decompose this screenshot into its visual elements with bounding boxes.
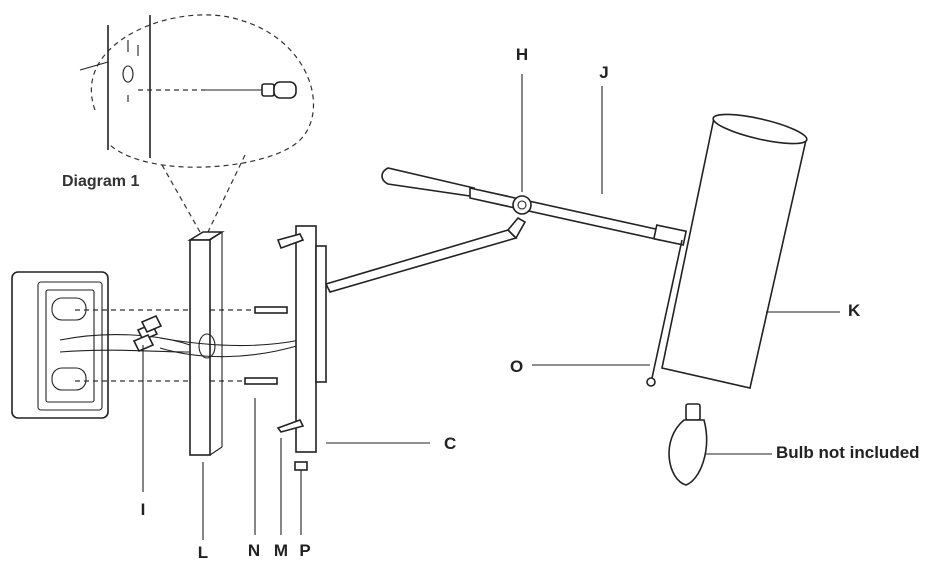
screwdriver-icon [205, 81, 297, 99]
upper-arm [381, 167, 688, 246]
lamp-shade [661, 113, 840, 389]
label-n: N [248, 541, 260, 560]
junction-box [11, 271, 191, 419]
label-o: O [510, 357, 523, 376]
label-c: C [444, 434, 456, 453]
adjustment-rod [532, 239, 683, 387]
label-i: I [141, 500, 146, 519]
wire-nuts [132, 314, 163, 492]
detail-caption: Diagram 1 [62, 173, 139, 190]
pivot-knob-icon [512, 74, 532, 215]
label-p: P [299, 541, 310, 560]
mounting-strap [187, 231, 225, 540]
label-bulb: Bulb not included [776, 443, 920, 462]
end-cap [294, 461, 308, 535]
mounting-screws [244, 306, 288, 535]
label-l: L [198, 543, 208, 562]
label-j: J [599, 63, 608, 82]
detail-bubble [79, 14, 315, 233]
lower-arm [324, 216, 527, 293]
bulb-icon [668, 403, 772, 486]
label-m: M [274, 541, 288, 560]
label-k: K [848, 301, 861, 320]
label-h: H [516, 45, 528, 64]
backplate [276, 225, 430, 453]
